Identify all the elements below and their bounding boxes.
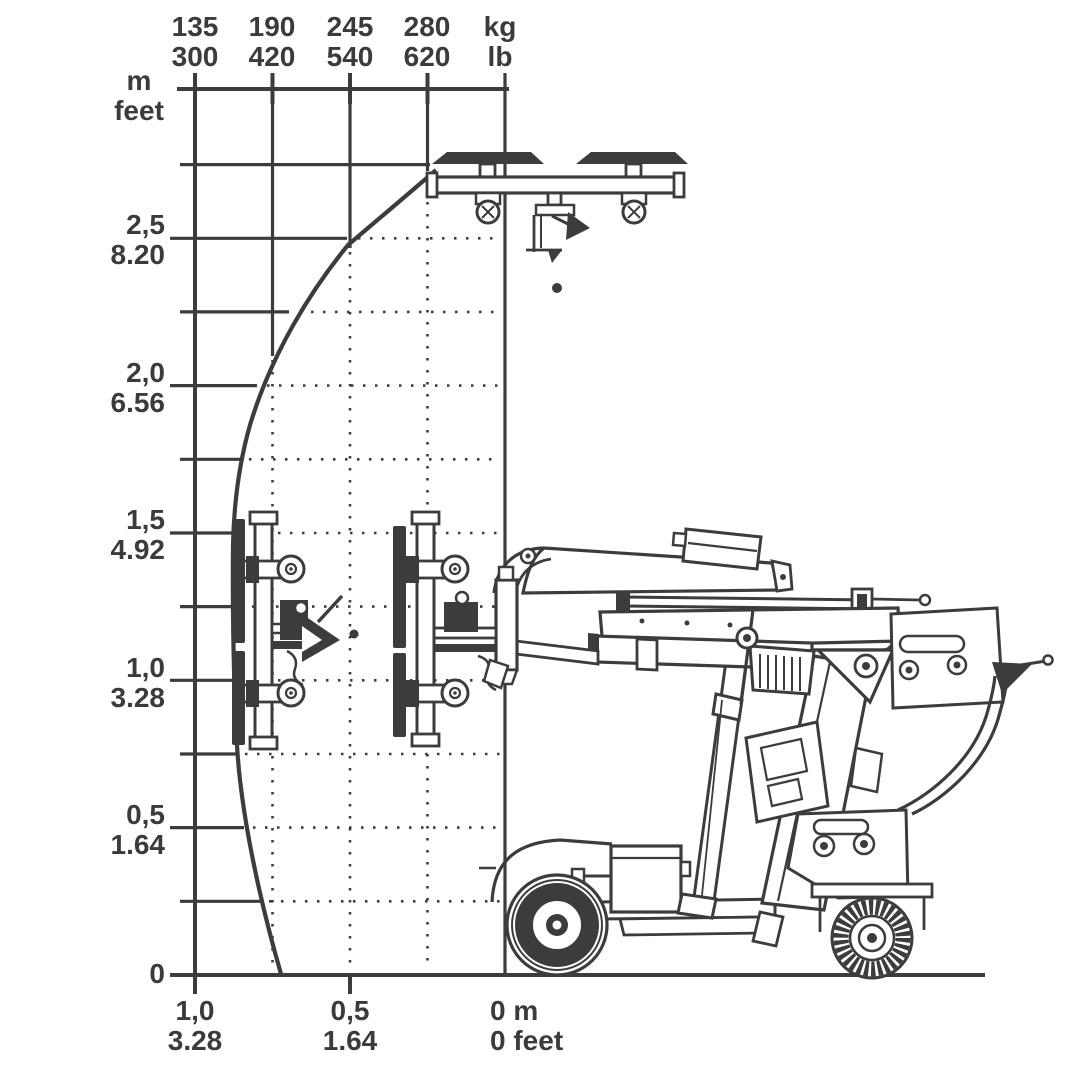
feet-value: 4.92 [110, 534, 166, 565]
lb-value: 420 [248, 41, 296, 72]
kg-value: 190 [248, 11, 296, 42]
direction-arrow-icon [302, 594, 344, 662]
glazing-robot-illustration [232, 152, 1054, 980]
top-axis-tick-3: 245 540 [305, 12, 395, 72]
kg-value: 135 [171, 11, 219, 42]
m-value: 1,0 [175, 995, 215, 1026]
lb-unit: lb [487, 41, 513, 72]
left-axis-tick-4: 1,0 3.28 [60, 652, 166, 713]
left-axis-tick-5: 0,5 1.64 [60, 799, 166, 860]
m-value: 0,5 [330, 995, 370, 1026]
upper-linkage-arm [492, 527, 794, 666]
bottom-axis-tick-3: 0 m 0 feet [490, 996, 630, 1056]
lb-value: 540 [326, 41, 374, 72]
reference-dot-middle [349, 629, 359, 639]
lb-value: 300 [171, 41, 219, 72]
left-axis-tick-1: 2,5 8.20 [60, 209, 166, 270]
feet-value: 3.28 [167, 1025, 223, 1056]
feet-value: 0 feet [490, 1025, 564, 1056]
pad-frame-at-machine [393, 510, 519, 748]
feet-value: 1.64 [110, 829, 166, 860]
lb-value: 620 [403, 41, 451, 72]
front-wheel [505, 873, 609, 977]
bottom-axis-tick-1: 1,0 3.28 [145, 996, 245, 1056]
kg-value: 280 [403, 11, 451, 42]
kg-value: 245 [326, 11, 374, 42]
feet-value: 1.64 [322, 1025, 378, 1056]
overhead-suction-beam [425, 152, 688, 263]
feet-value: 8.20 [110, 239, 166, 270]
boom-body [588, 606, 902, 705]
rear-wheel [830, 896, 914, 980]
m-value: 1,0 [126, 652, 165, 683]
m-unit: m [126, 65, 152, 96]
kg-unit: kg [483, 11, 517, 42]
capacity-envelope-curve [230, 168, 438, 975]
top-axis-unit: kg lb [455, 12, 545, 72]
axes [170, 73, 985, 994]
feet-unit: feet [114, 95, 164, 126]
left-axis-tick-3: 1,5 4.92 [60, 504, 166, 565]
pad-frame-extended-reach [232, 510, 344, 751]
handle-and-rear-body [786, 606, 1054, 932]
m-value: 2,0 [126, 357, 165, 388]
left-axis-tick-6: 0 [60, 959, 165, 989]
left-axis-tick-2: 2,0 6.56 [60, 357, 166, 418]
m-value: 0 m [490, 995, 539, 1026]
feet-value: 6.56 [110, 387, 166, 418]
feet-value: 3.28 [110, 682, 166, 713]
left-axis-unit: m feet [94, 66, 184, 126]
m-value: 2,5 [126, 209, 165, 240]
m-value: 0 [149, 958, 165, 989]
rotate-arrow-icon [551, 212, 590, 240]
m-value: 1,5 [126, 504, 165, 535]
top-axis-tick-4: 280 620 [382, 12, 472, 72]
m-value: 0,5 [126, 799, 165, 830]
tilt-cylinder [676, 644, 750, 920]
handle-grip [992, 662, 1032, 694]
top-axis-tick-1: 135 300 [150, 12, 240, 72]
top-axis-tick-2: 190 420 [227, 12, 317, 72]
control-panel [744, 720, 830, 824]
reference-dot-upper [552, 283, 562, 293]
bottom-axis-tick-2: 0,5 1.64 [300, 996, 400, 1056]
